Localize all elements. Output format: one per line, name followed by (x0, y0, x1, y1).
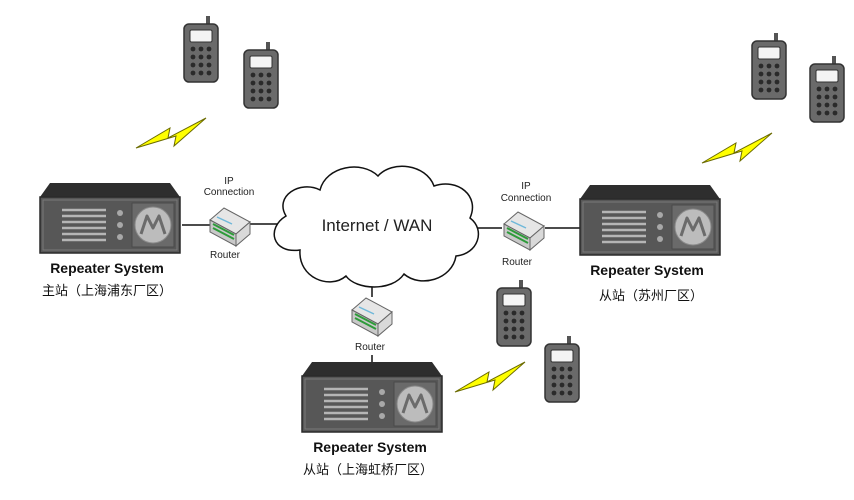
ip-connection-label-line2: Connection (204, 187, 255, 198)
radio-handset-icon (243, 41, 279, 109)
site-subtitle: 主站（上海浦东厂区） (42, 284, 172, 299)
site-subtitle: 从站（上海虹桥厂区） (303, 463, 433, 478)
ip-connection-label-line2: Connection (501, 193, 552, 204)
lightning-bolt-icon (135, 117, 207, 149)
site-subtitle: 从站（苏州厂区） (599, 288, 703, 304)
site-title: Repeater System (50, 260, 164, 276)
lightning-bolt-icon (454, 361, 526, 393)
repeater-unit-icon (38, 181, 182, 255)
ip-connection-label-line1: IP (521, 181, 531, 192)
radio-handset-icon (544, 335, 580, 403)
radio-handset-icon (183, 15, 219, 83)
ip-connection-label-line1: IP (224, 176, 234, 187)
radio-handset-icon (751, 32, 787, 100)
lightning-bolt-icon (701, 132, 773, 164)
site-title: Repeater System (313, 439, 427, 455)
router-label: Router (355, 342, 386, 353)
radio-handset-icon (809, 55, 845, 123)
router-icon (351, 297, 393, 337)
router-icon (209, 207, 251, 247)
router-icon (503, 211, 545, 251)
router-label: Router (210, 250, 241, 261)
repeater-unit-icon (578, 183, 722, 257)
cloud-label: Internet / WAN (322, 216, 433, 235)
repeater-unit-icon (300, 360, 444, 434)
site-title: Repeater System (590, 262, 704, 278)
radio-handset-icon (496, 279, 532, 347)
router-label: Router (502, 257, 533, 268)
cloud-icon (273, 165, 480, 288)
